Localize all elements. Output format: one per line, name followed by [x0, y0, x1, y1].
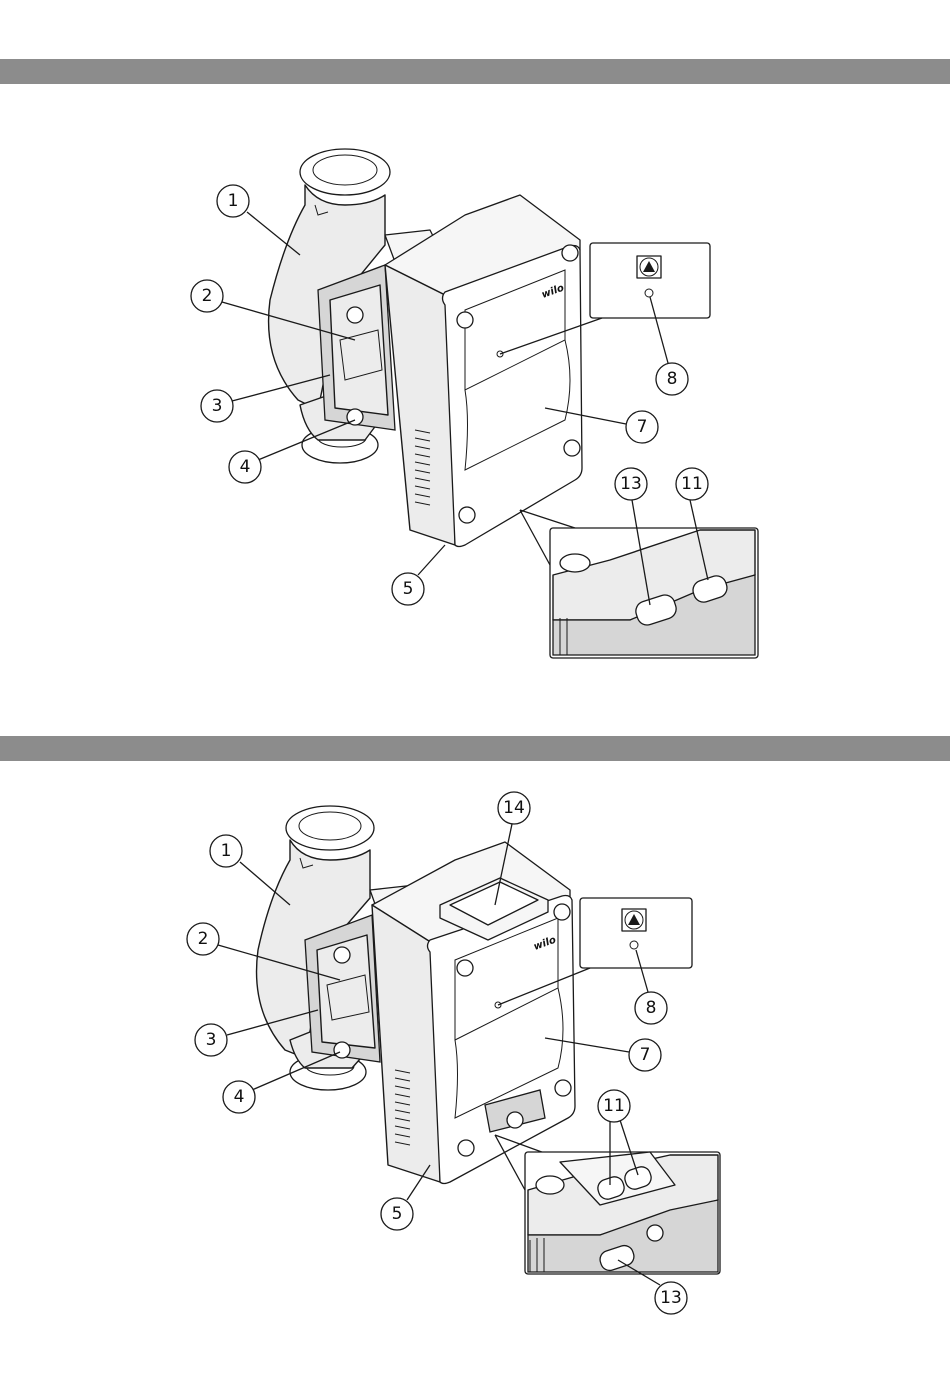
svg-text:8: 8: [667, 369, 678, 389]
callout-5: 5: [392, 545, 445, 605]
svg-text:3: 3: [212, 396, 223, 416]
svg-text:2: 2: [198, 929, 209, 949]
electronics-module: wilo: [385, 195, 582, 547]
svg-text:2: 2: [202, 286, 213, 306]
svg-text:11: 11: [681, 474, 703, 494]
svg-text:4: 4: [234, 1087, 245, 1107]
pump-drawing-1: wilo 1 2 3 4: [0, 120, 950, 680]
svg-text:13: 13: [620, 474, 642, 494]
svg-text:1: 1: [228, 191, 239, 211]
svg-text:5: 5: [403, 579, 414, 599]
callout-1: 1: [217, 185, 300, 255]
callout-1: 1: [210, 835, 290, 905]
section-band-bottom: [0, 736, 950, 761]
connector-detail-box: [495, 1135, 720, 1274]
pump-figure-1: wilo 1 2 3 4: [0, 120, 950, 680]
svg-text:8: 8: [646, 998, 657, 1018]
section-band-top: [0, 59, 950, 84]
svg-text:5: 5: [392, 1204, 403, 1224]
svg-text:7: 7: [637, 417, 648, 437]
svg-text:1: 1: [221, 841, 232, 861]
svg-text:13: 13: [660, 1288, 682, 1308]
svg-text:14: 14: [503, 798, 525, 818]
pump-drawing-2: wilo 1 2 3: [0, 780, 950, 1340]
electronics-module: wilo: [372, 842, 575, 1184]
svg-text:3: 3: [206, 1030, 217, 1050]
connector-detail-box: [520, 510, 758, 658]
svg-text:11: 11: [603, 1096, 625, 1116]
pump-figure-2: wilo 1 2 3: [0, 780, 950, 1340]
svg-text:7: 7: [640, 1045, 651, 1065]
svg-text:4: 4: [240, 457, 251, 477]
